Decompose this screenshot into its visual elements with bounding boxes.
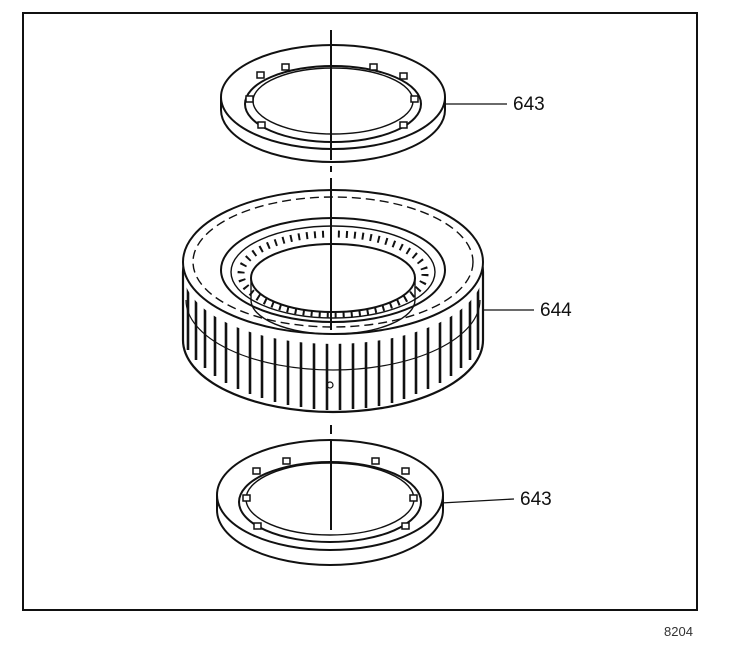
callout-sprag-assembly: 644 (483, 300, 572, 321)
leader-line (440, 498, 515, 504)
callout-top-washer: 643 (443, 94, 545, 115)
diagram-frame (22, 12, 698, 611)
callout-label: 643 (513, 94, 545, 115)
figure-number: 8204 (664, 624, 693, 639)
sprag-clutch-assembly (181, 189, 485, 414)
callout-label: 643 (520, 489, 552, 510)
callout-label: 644 (540, 300, 572, 321)
callout-bottom-washer: 643 (440, 489, 552, 510)
top-thrust-washer (220, 44, 446, 163)
